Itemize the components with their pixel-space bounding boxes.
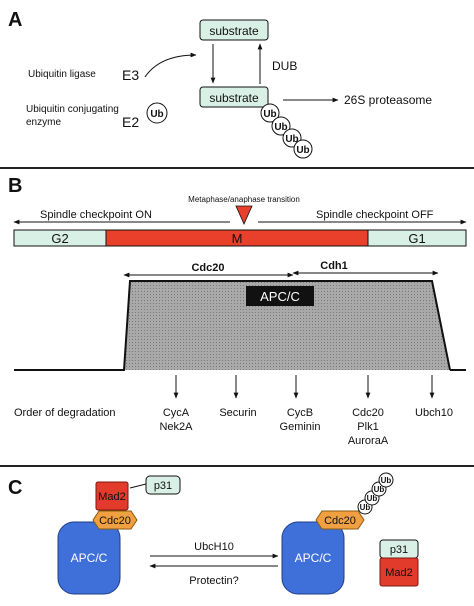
degradation-targets: CycA Nek2A Securin CycB Geminin Cdc20 Pl… bbox=[159, 375, 453, 447]
apcc-activity-curve bbox=[14, 280, 451, 371]
apcc-badge bbox=[246, 286, 314, 306]
transition-marker-icon bbox=[235, 205, 253, 225]
apcc-left-label: APC/C bbox=[71, 551, 108, 565]
ub-on-e2 bbox=[146, 102, 168, 124]
ub-chain-label: Ub bbox=[285, 134, 298, 145]
substrate-bottom-label: substrate bbox=[209, 91, 259, 105]
polyubiquitin-chain: Ub Ub Ub Ub bbox=[260, 103, 313, 159]
p31-right-label: p31 bbox=[390, 544, 408, 556]
g2-phase-label: G2 bbox=[51, 231, 68, 246]
apcc-right-shape bbox=[281, 521, 345, 595]
ub-small-unit bbox=[378, 472, 394, 488]
cdh1-activity-label: Cdh1 bbox=[320, 260, 348, 272]
apcc-left-shape bbox=[57, 521, 121, 595]
checkpoint-on-label: Spindle checkpoint ON bbox=[40, 209, 152, 221]
protectin-label: Protectin? bbox=[189, 575, 239, 587]
degradation-order-label: Order of degradation bbox=[14, 407, 116, 419]
substrate-top-label: substrate bbox=[209, 24, 259, 38]
ub-chain-label: Ub bbox=[263, 109, 276, 120]
ub-chain-unit bbox=[293, 139, 313, 159]
mad2-right-shape bbox=[379, 557, 419, 587]
mad2-left-shape bbox=[95, 481, 129, 511]
panel-b: B Metaphase/anaphase transition Spindle … bbox=[8, 175, 467, 447]
target-label: Ubch10 bbox=[415, 407, 453, 419]
ubiquitin-ligase-label: Ubiquitin ligase bbox=[28, 69, 96, 80]
g1-phase-label: G1 bbox=[408, 231, 425, 246]
dub-label: DUB bbox=[272, 59, 297, 73]
apcc-badge-label: APC/C bbox=[260, 289, 300, 304]
mad2-right-label: Mad2 bbox=[385, 567, 413, 579]
cdc20-activity-label: Cdc20 bbox=[191, 262, 224, 274]
ub-on-e2-label: Ub bbox=[150, 109, 163, 120]
e2-label: E2 bbox=[122, 114, 139, 130]
e3-label: E3 bbox=[122, 67, 139, 83]
apcc-right-label: APC/C bbox=[295, 551, 332, 565]
panel-b-letter: B bbox=[8, 175, 22, 197]
ub-small-label: Ub bbox=[360, 503, 371, 512]
panel-c-letter: C bbox=[8, 477, 22, 499]
target-label: AuroraA bbox=[348, 435, 389, 447]
cdc20-left-label: Cdc20 bbox=[99, 515, 131, 527]
e3-curved-arrow bbox=[144, 52, 197, 78]
target-label: CycB bbox=[287, 407, 313, 419]
cdc20-right-shape bbox=[315, 510, 365, 530]
target-label: Cdc20 bbox=[352, 407, 384, 419]
checkpoint-off-label: Spindle checkpoint OFF bbox=[316, 209, 434, 221]
ub-small-label: Ub bbox=[367, 494, 378, 503]
mad2-left-label: Mad2 bbox=[98, 491, 126, 503]
target-label: Plk1 bbox=[357, 421, 378, 433]
ubch10-label: UbcH10 bbox=[194, 541, 234, 553]
ub-small-label: Ub bbox=[381, 476, 392, 485]
substrate-box-top bbox=[199, 19, 269, 41]
ub-chain-unit bbox=[260, 103, 280, 123]
p31-left-shape bbox=[145, 475, 181, 495]
substrate-box-bottom bbox=[199, 86, 269, 108]
target-label: Geminin bbox=[280, 421, 321, 433]
cdc20-right-label: Cdc20 bbox=[324, 515, 356, 527]
target-label: Nek2A bbox=[159, 421, 193, 433]
ub-small-label: Ub bbox=[374, 485, 385, 494]
g1-phase-bar bbox=[367, 229, 467, 247]
proteasome-label: 26S proteasome bbox=[344, 93, 432, 107]
cdc20-left-shape bbox=[92, 510, 138, 530]
p31-connector bbox=[129, 483, 147, 489]
p31-left-label: p31 bbox=[154, 480, 172, 492]
ub-chain-unit bbox=[271, 116, 291, 136]
target-label: CycA bbox=[163, 407, 190, 419]
ub-chain-right: Ub Ub Ub Ub bbox=[357, 472, 394, 515]
panel-c: C APC/C Cdc20 Mad2 p31 UbcH10 Protectin?… bbox=[8, 472, 419, 595]
panel-a-letter: A bbox=[8, 9, 22, 31]
metaphase-anaphase-label: Metaphase/anaphase transition bbox=[188, 195, 300, 204]
panel-a: A substrate substrate DUB Ubiquitin liga… bbox=[8, 9, 432, 159]
target-label: Securin bbox=[219, 407, 256, 419]
conjugating-enzyme-label-2: enzyme bbox=[26, 117, 61, 128]
conjugating-enzyme-label-1: Ubiquitin conjugating bbox=[26, 104, 119, 115]
ub-chain-label: Ub bbox=[274, 122, 287, 133]
m-phase-label: M bbox=[232, 231, 243, 246]
ub-chain-label: Ub bbox=[296, 145, 309, 156]
